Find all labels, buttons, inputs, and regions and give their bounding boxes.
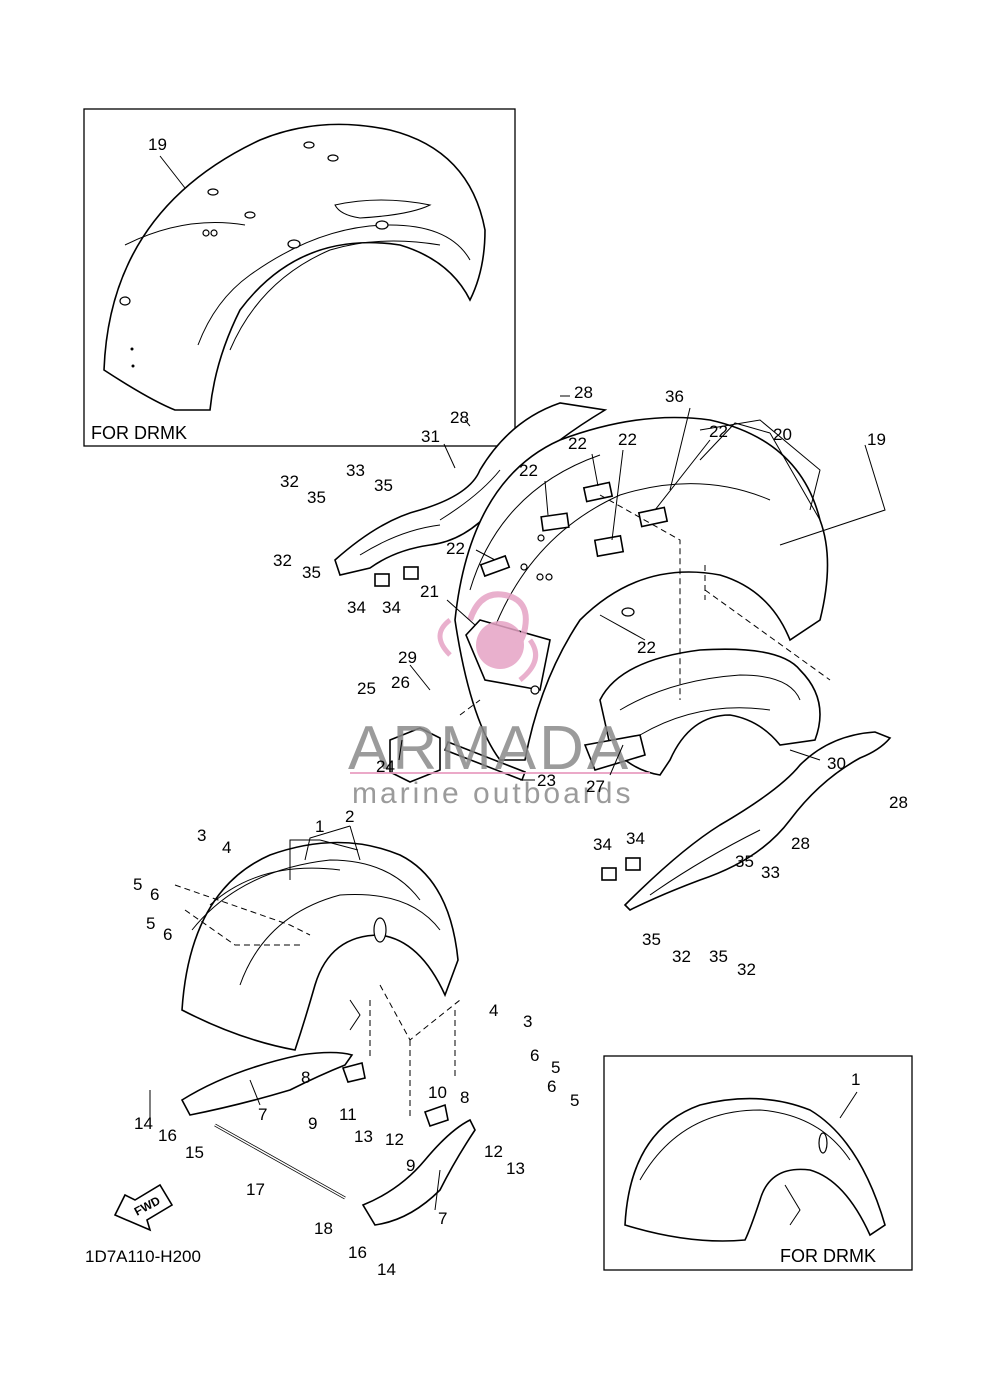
callout-35: 35 bbox=[735, 852, 754, 871]
callout-5: 5 bbox=[570, 1091, 579, 1110]
callout-22: 22 bbox=[709, 422, 728, 441]
callout-28: 28 bbox=[791, 834, 810, 853]
callout-5: 5 bbox=[133, 875, 142, 894]
callout-24: 24 bbox=[376, 757, 395, 776]
callout-9: 9 bbox=[406, 1156, 415, 1175]
callout-7: 7 bbox=[258, 1105, 267, 1124]
callout-3: 3 bbox=[197, 826, 206, 845]
callout-17: 17 bbox=[246, 1180, 265, 1199]
callout-34: 34 bbox=[593, 835, 612, 854]
callout-34: 34 bbox=[626, 829, 645, 848]
watermark-brand: ARMADA bbox=[348, 714, 631, 783]
callout-6: 6 bbox=[530, 1046, 539, 1065]
callout-13: 13 bbox=[506, 1159, 525, 1178]
callout-5: 5 bbox=[551, 1058, 560, 1077]
callout-30: 30 bbox=[827, 754, 846, 773]
callout-22: 22 bbox=[618, 430, 637, 449]
watermark: ARMADA marine outboards bbox=[348, 591, 650, 810]
callout-4: 4 bbox=[222, 838, 231, 857]
callout-11: 11 bbox=[339, 1105, 357, 1124]
callout-8: 8 bbox=[301, 1068, 310, 1087]
callout-22: 22 bbox=[519, 461, 538, 480]
drawing-code: 1D7A110-H200 bbox=[85, 1247, 201, 1266]
callout-32: 32 bbox=[737, 960, 756, 979]
callout-33: 33 bbox=[761, 863, 780, 882]
callout-18: 18 bbox=[314, 1219, 333, 1238]
callout-23: 23 bbox=[537, 771, 556, 790]
callout-35: 35 bbox=[642, 930, 661, 949]
callout-1-inset: 1 bbox=[851, 1070, 860, 1089]
callout-16: 16 bbox=[158, 1126, 177, 1145]
inset-rear-label: FOR DRMK bbox=[91, 423, 187, 443]
callout-28: 28 bbox=[574, 383, 593, 402]
callout-14: 14 bbox=[377, 1260, 396, 1279]
callout-13: 13 bbox=[354, 1127, 373, 1146]
callout-3: 3 bbox=[523, 1012, 532, 1031]
callout-9: 9 bbox=[308, 1114, 317, 1133]
callout-27: 27 bbox=[586, 777, 605, 796]
callout-4: 4 bbox=[489, 1001, 498, 1020]
callout-29: 29 bbox=[398, 648, 417, 667]
inset-rear-fender-drmk bbox=[83, 108, 516, 447]
leader-lines bbox=[149, 395, 886, 1211]
inset-front-label: FOR DRMK bbox=[780, 1246, 876, 1266]
callout-8: 8 bbox=[460, 1088, 469, 1107]
callout-15: 15 bbox=[185, 1143, 204, 1162]
callout-32: 32 bbox=[672, 947, 691, 966]
callout-35: 35 bbox=[374, 476, 393, 495]
callout-34: 34 bbox=[347, 598, 366, 617]
front-fender-assembly bbox=[174, 841, 476, 1226]
callout-16: 16 bbox=[348, 1243, 367, 1262]
callout-14: 14 bbox=[134, 1114, 153, 1133]
callout-19: 19 bbox=[867, 430, 886, 449]
callout-21: 21 bbox=[420, 582, 439, 601]
callout-12: 12 bbox=[385, 1130, 404, 1149]
callout-25: 25 bbox=[357, 679, 376, 698]
callouts: 28 36 20 19 28 31 22 22 22 22 33 35 32 3… bbox=[133, 383, 908, 1279]
callout-28: 28 bbox=[889, 793, 908, 812]
callout-31: 31 bbox=[421, 427, 440, 446]
callout-5: 5 bbox=[146, 914, 155, 933]
callout-6: 6 bbox=[150, 885, 159, 904]
callout-6: 6 bbox=[547, 1077, 556, 1096]
callout-28: 28 bbox=[450, 408, 469, 427]
callout-22: 22 bbox=[446, 539, 465, 558]
callout-10: 10 bbox=[428, 1083, 447, 1102]
callout-22: 22 bbox=[568, 434, 587, 453]
callout-35: 35 bbox=[307, 488, 326, 507]
callout-34: 34 bbox=[382, 598, 401, 617]
fwd-arrow: FWD bbox=[113, 1183, 174, 1232]
watermark-tagline: marine outboards bbox=[352, 777, 633, 810]
inset-front-fender-drmk bbox=[603, 1055, 913, 1271]
callout-6: 6 bbox=[163, 925, 172, 944]
callout-2: 2 bbox=[345, 807, 354, 826]
callout-19-inset: 19 bbox=[148, 135, 167, 154]
callout-22: 22 bbox=[637, 638, 656, 657]
callout-35: 35 bbox=[709, 947, 728, 966]
callout-20: 20 bbox=[773, 425, 792, 444]
callout-1: 1 bbox=[315, 817, 324, 836]
callout-12: 12 bbox=[484, 1142, 503, 1161]
callout-32: 32 bbox=[280, 472, 299, 491]
callout-7: 7 bbox=[438, 1209, 447, 1228]
callout-26: 26 bbox=[391, 673, 410, 692]
callout-32: 32 bbox=[273, 551, 292, 570]
callout-33: 33 bbox=[346, 461, 365, 480]
callout-35: 35 bbox=[302, 563, 321, 582]
callout-36: 36 bbox=[665, 387, 684, 406]
